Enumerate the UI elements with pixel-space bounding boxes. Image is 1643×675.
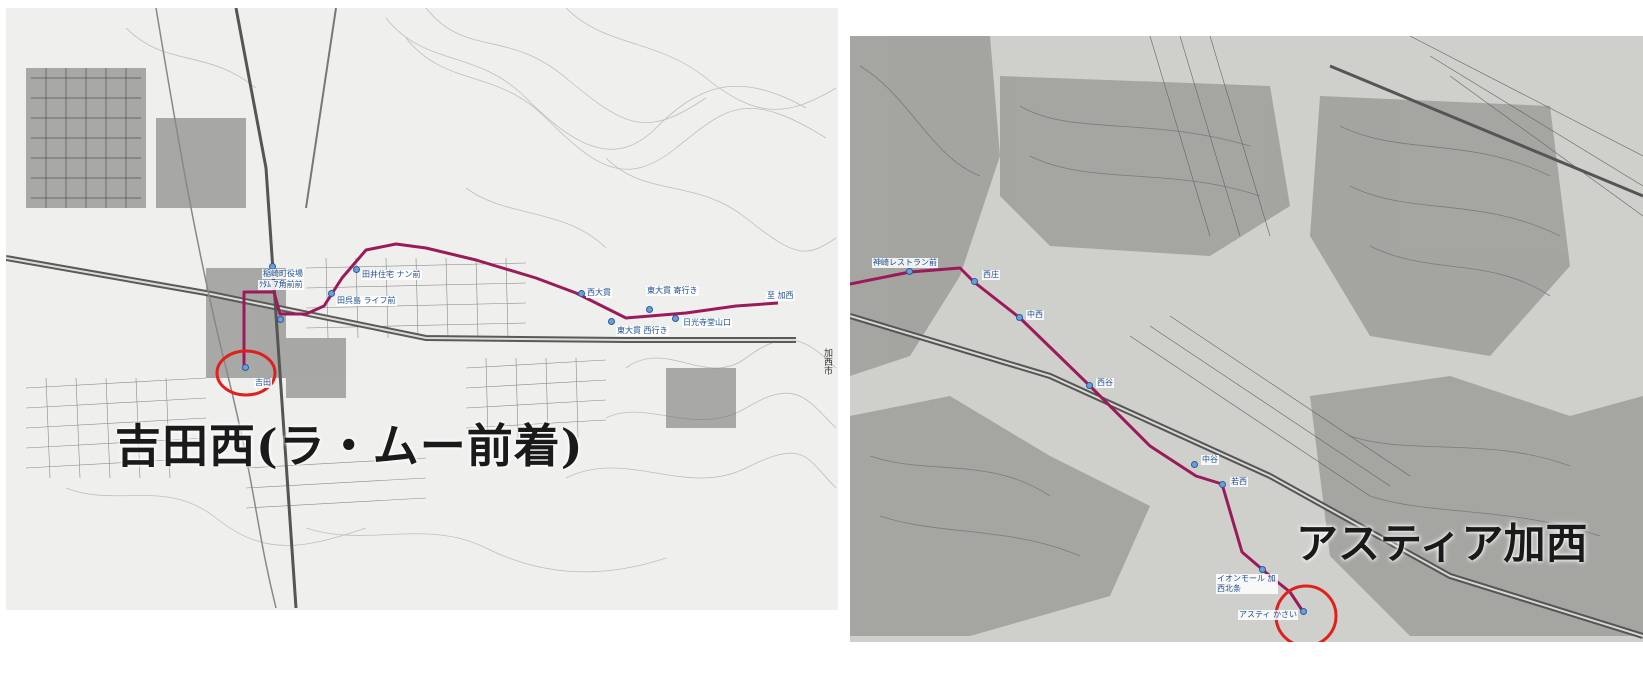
stop-marker[interactable] <box>277 316 284 323</box>
stop-marker[interactable] <box>646 306 653 313</box>
stop-marker[interactable] <box>1219 481 1226 488</box>
stop-marker[interactable] <box>1191 461 1198 468</box>
stop-label: 田呉島 ライフ前 <box>336 296 397 306</box>
stop-label: 中西 <box>1026 310 1044 320</box>
stop-label: 若西 <box>1230 477 1248 487</box>
stop-label: 至 加西 <box>766 291 795 301</box>
right-map-caption: アスティア加西 <box>1296 519 1588 568</box>
stop-label: 吉田 <box>254 378 272 388</box>
stop-label: ｸﾀﾑ 7角前前 <box>258 280 304 290</box>
left-map-terrain <box>6 8 837 609</box>
stop-label: 稲崎町役場 <box>262 269 304 279</box>
stop-label: 田井住宅 ナン前 <box>361 270 422 280</box>
side-text: 加西市 <box>822 348 832 375</box>
stop-label: 中谷 <box>1201 455 1219 465</box>
right-map-terrain <box>850 36 1643 642</box>
stop-marker[interactable] <box>1300 608 1307 615</box>
stop-marker[interactable] <box>971 278 978 285</box>
stop-marker[interactable] <box>353 266 360 273</box>
stop-label: イオンモール 加西北条 <box>1216 574 1278 594</box>
left-map-caption: 吉田西(ラ・ムー前着) <box>115 419 584 473</box>
stop-label: 西谷 <box>1096 378 1114 388</box>
stop-label: 東大貫 西行き <box>616 326 669 336</box>
stop-marker[interactable] <box>328 290 335 297</box>
stop-label: 東大貫 寄行き <box>646 286 699 296</box>
stop-marker[interactable] <box>1016 314 1023 321</box>
stop-marker[interactable] <box>1259 566 1266 573</box>
stop-label: アスティ かさい <box>1238 610 1299 620</box>
stop-label: 神崎レストラン前 <box>872 258 938 268</box>
stop-marker[interactable] <box>672 315 679 322</box>
stop-marker[interactable] <box>578 290 585 297</box>
stop-label: 日光寺堂山口 <box>682 318 732 328</box>
right-map-panel[interactable]: 神崎レストラン前 西庄 中西 西谷 中谷 若西 イオンモール 加西北条 アスティ… <box>850 36 1643 642</box>
stop-marker[interactable] <box>1086 382 1093 389</box>
stop-marker[interactable] <box>608 318 615 325</box>
stop-label: 西大貫 <box>586 288 612 298</box>
stop-label: 西庄 <box>982 270 1000 280</box>
left-map-panel[interactable]: 稲崎町役場 ｸﾀﾑ 7角前前 田井住宅 ナン前 田呉島 ライフ前 西大貫 東大貫… <box>6 8 838 610</box>
stop-marker[interactable] <box>242 364 249 371</box>
stop-marker[interactable] <box>906 268 913 275</box>
